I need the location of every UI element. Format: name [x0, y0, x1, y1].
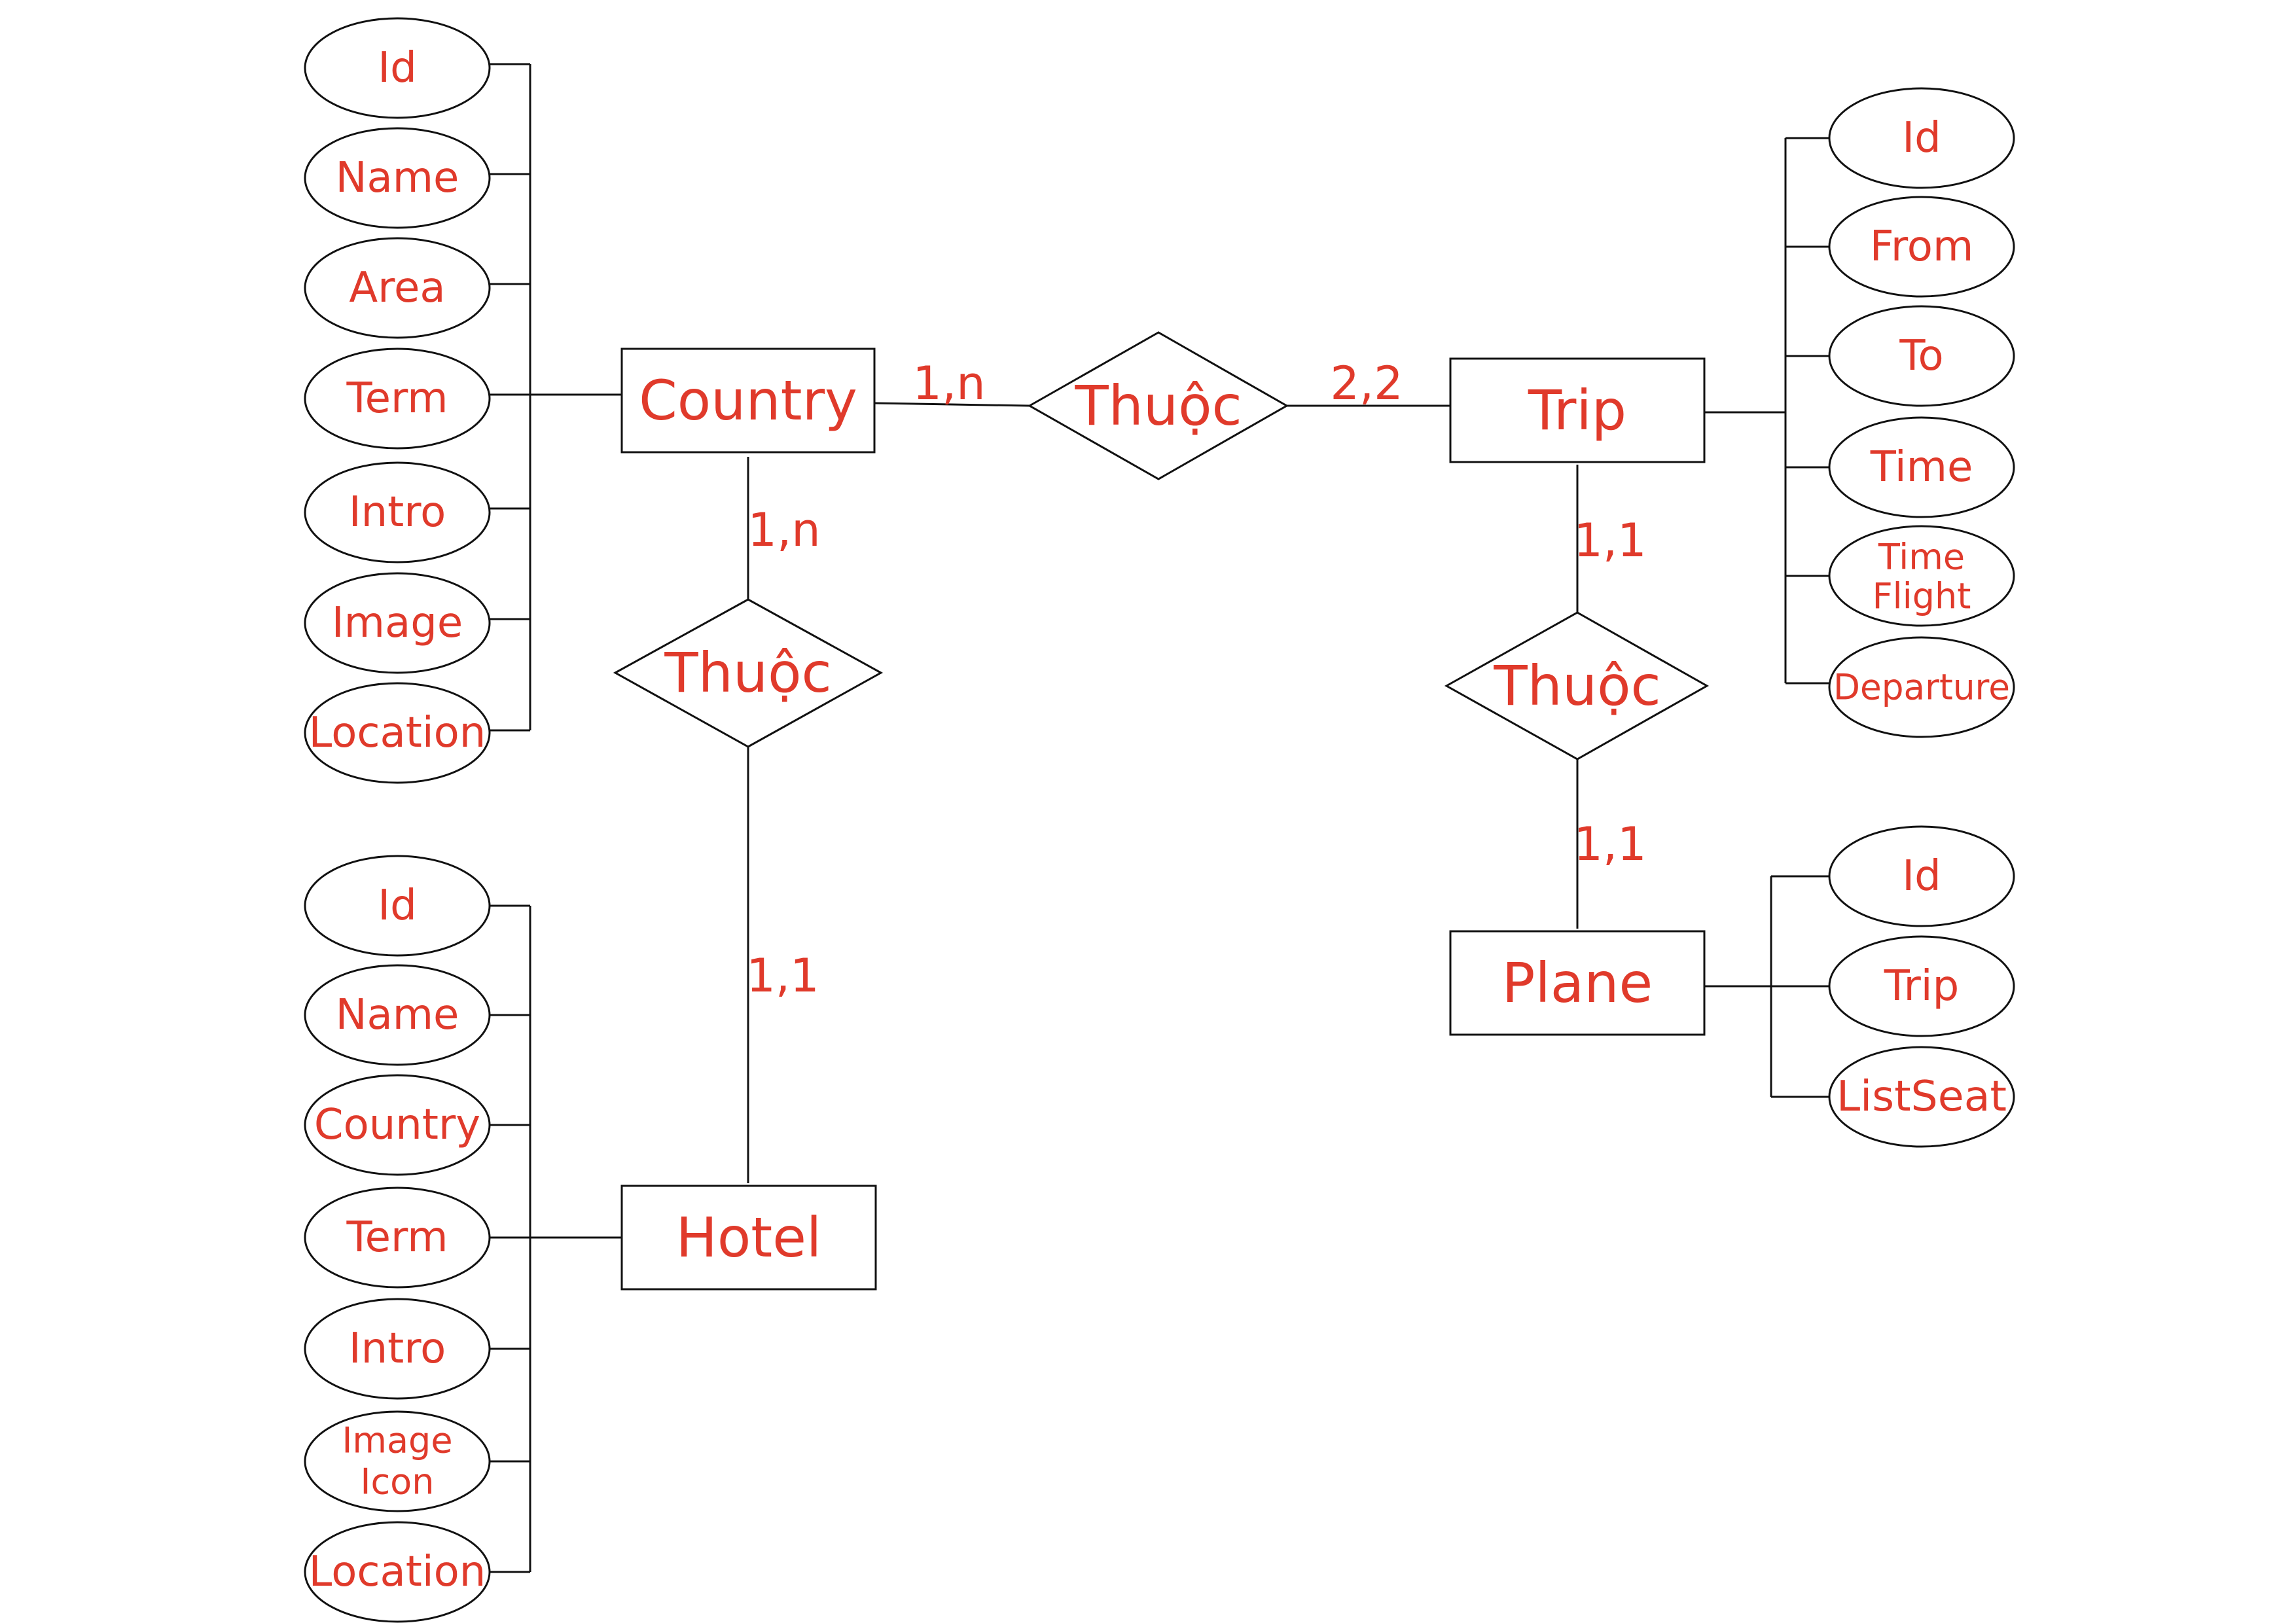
- attribute-hotel-country[interactable]: Country: [304, 1074, 491, 1176]
- entity-trip-label: Trip: [1528, 378, 1626, 442]
- entity-trip[interactable]: Trip: [1449, 357, 1706, 463]
- entity-plane-label: Plane: [1502, 951, 1653, 1015]
- attribute-label: Id: [1902, 852, 1941, 901]
- attribute-trip-from[interactable]: From: [1828, 196, 2015, 298]
- trip-attribute-bus: [1704, 137, 1830, 685]
- attribute-hotel-id[interactable]: Id: [304, 855, 491, 957]
- attribute-label: Country: [314, 1101, 480, 1149]
- relationship-lines: [747, 402, 1579, 1183]
- entity-country-label: Country: [639, 368, 857, 433]
- attribute-label: Name: [336, 154, 459, 202]
- attribute-hotel-intro[interactable]: Intro: [304, 1298, 491, 1400]
- attribute-trip-id[interactable]: Id: [1828, 87, 2015, 189]
- attribute-country-name[interactable]: Name: [304, 127, 491, 229]
- relationship-country-trip[interactable]: Thuộc: [1027, 331, 1289, 480]
- attribute-label: Area: [349, 264, 445, 312]
- attribute-plane-id[interactable]: Id: [1828, 825, 2015, 927]
- attribute-label: Intro: [349, 1325, 446, 1373]
- entity-hotel-label: Hotel: [676, 1205, 822, 1270]
- attribute-label-line-2: Flight: [1873, 576, 1971, 617]
- line-country-rel1: [874, 402, 1030, 407]
- attribute-label: Image: [332, 599, 463, 647]
- attribute-label: Departure: [1833, 667, 2010, 708]
- attribute-label: Intro: [349, 488, 446, 537]
- relationship-trip-plane[interactable]: Thuộc: [1444, 611, 1710, 760]
- attribute-label: Term: [346, 1213, 448, 1262]
- attribute-label: Id: [378, 44, 417, 92]
- attribute-label: Trip: [1884, 962, 1959, 1010]
- attribute-label-line-1: Image: [342, 1420, 452, 1461]
- cardinality-country-rel: 1,n: [912, 357, 985, 410]
- plane-attributes: Id Trip ListSeat: [1828, 825, 2015, 1148]
- relationship-country-hotel-label: Thuộc: [664, 641, 831, 705]
- cardinality-labels: 1,n 2,2 1,n 1,1 1,1 1,1: [746, 357, 1646, 1003]
- hotel-attribute-bus: [490, 904, 622, 1573]
- attribute-country-image[interactable]: Image: [304, 572, 491, 674]
- attribute-country-id[interactable]: Id: [304, 17, 491, 119]
- attribute-trip-time[interactable]: Time: [1828, 416, 2015, 518]
- attribute-label: To: [1899, 332, 1943, 380]
- attribute-label: Id: [378, 882, 417, 930]
- cardinality-trip-rel: 2,2: [1330, 357, 1403, 410]
- attribute-trip-departure[interactable]: Departure: [1828, 636, 2015, 738]
- cardinality-trip-down: 1,1: [1573, 514, 1646, 567]
- attribute-label: ListSeat: [1837, 1073, 2007, 1121]
- country-attributes: Id Name Area Term Intro Image Location: [304, 17, 491, 784]
- attribute-trip-to[interactable]: To: [1828, 305, 2015, 407]
- attribute-hotel-name[interactable]: Name: [304, 964, 491, 1066]
- attribute-hotel-image-icon[interactable]: Image Icon: [304, 1410, 491, 1512]
- attribute-label: Name: [336, 991, 459, 1039]
- attribute-plane-trip[interactable]: Trip: [1828, 935, 2015, 1037]
- attribute-label: Term: [346, 374, 448, 423]
- hotel-attributes: Id Name Country Term Intro Image Icon Lo…: [304, 855, 491, 1623]
- attribute-plane-listseat[interactable]: ListSeat: [1828, 1046, 2015, 1148]
- attribute-label: Id: [1902, 114, 1941, 162]
- country-attribute-bus: [490, 63, 622, 732]
- relationship-trip-plane-label: Thuộc: [1493, 654, 1660, 718]
- attribute-hotel-term[interactable]: Term: [304, 1186, 491, 1289]
- attribute-label: Location: [309, 1548, 486, 1596]
- attribute-country-area[interactable]: Area: [304, 237, 491, 339]
- cardinality-country-down: 1,n: [747, 503, 820, 557]
- attribute-label: Location: [309, 709, 486, 757]
- attribute-country-term[interactable]: Term: [304, 348, 491, 450]
- attribute-hotel-location[interactable]: Location: [304, 1521, 491, 1623]
- cardinality-plane-up: 1,1: [1573, 817, 1646, 871]
- relationship-country-hotel[interactable]: Thuộc: [613, 598, 884, 748]
- trip-attributes: Id From To Time Time Flight Departure: [1828, 87, 2015, 738]
- attribute-country-intro[interactable]: Intro: [304, 461, 491, 563]
- attribute-label-line-1: Time: [1878, 537, 1965, 578]
- attribute-label: From: [1870, 223, 1974, 271]
- cardinality-hotel-up: 1,1: [746, 949, 819, 1003]
- relationship-country-trip-label: Thuộc: [1074, 374, 1242, 438]
- attribute-trip-time-flight[interactable]: Time Flight: [1828, 525, 2015, 627]
- attribute-label: Time: [1870, 443, 1973, 491]
- entity-country[interactable]: Country: [620, 348, 876, 454]
- attribute-country-location[interactable]: Location: [304, 682, 491, 784]
- plane-attribute-bus: [1704, 875, 1830, 1098]
- entity-plane[interactable]: Plane: [1449, 930, 1706, 1036]
- attribute-label-line-2: Icon: [361, 1461, 435, 1503]
- entity-hotel[interactable]: Hotel: [620, 1185, 877, 1291]
